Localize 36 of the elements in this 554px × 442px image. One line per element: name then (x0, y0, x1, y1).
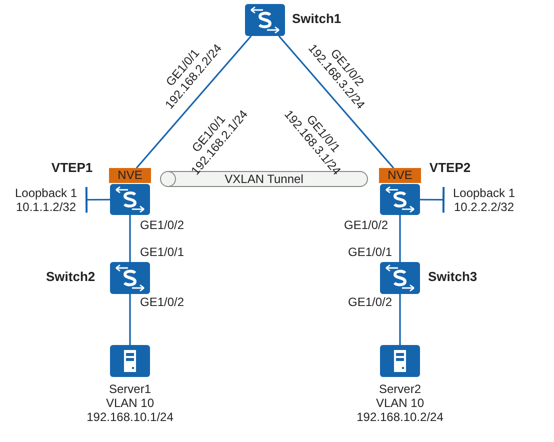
interface-label: GE1/0/2 (140, 218, 184, 232)
switch-icon (110, 262, 150, 294)
link-line (129, 294, 131, 345)
link-line (129, 215, 131, 262)
server-caption: 192.168.10.1/24 (86, 410, 174, 424)
interface-label: GE1/0/2 (348, 295, 392, 309)
device-name: VTEP1 (51, 161, 93, 175)
device-name: Switch2 (46, 270, 96, 284)
device-name: VTEP2 (429, 161, 471, 175)
nve-tag: NVE (109, 168, 151, 183)
switch-icon (380, 262, 420, 294)
server-caption: 192.168.10.2/24 (356, 410, 444, 424)
interface-label: GE1/0/2 (140, 295, 184, 309)
interface-line (85, 186, 110, 213)
link-line (278, 35, 394, 169)
server-icon (110, 345, 150, 377)
link-line (136, 35, 252, 169)
interface-label: GE1/0/1 (348, 245, 392, 259)
loopback-label: Loopback 1 10.1.1.2/32 (6, 186, 86, 214)
interface-label: GE1/0/1 (140, 245, 184, 259)
switch-icon (380, 184, 420, 215)
server-caption: VLAN 10 (376, 396, 424, 410)
link-line (399, 215, 401, 262)
interface-label: GE1/0/2 (344, 218, 388, 232)
server-icon (380, 345, 420, 377)
loopback-label: Loopback 1 10.2.2.2/32 (444, 186, 524, 214)
server-caption: Server1 (108, 382, 152, 396)
switch-icon (110, 184, 150, 215)
switch-icon (245, 4, 285, 36)
nve-tag: NVE (379, 168, 421, 183)
link-line (399, 294, 401, 345)
device-name: Switch1 (292, 12, 342, 26)
interface-line (420, 186, 445, 213)
server-caption: VLAN 10 (106, 396, 154, 410)
device-name: Switch3 (428, 270, 478, 284)
server-caption: Server2 (378, 382, 422, 396)
